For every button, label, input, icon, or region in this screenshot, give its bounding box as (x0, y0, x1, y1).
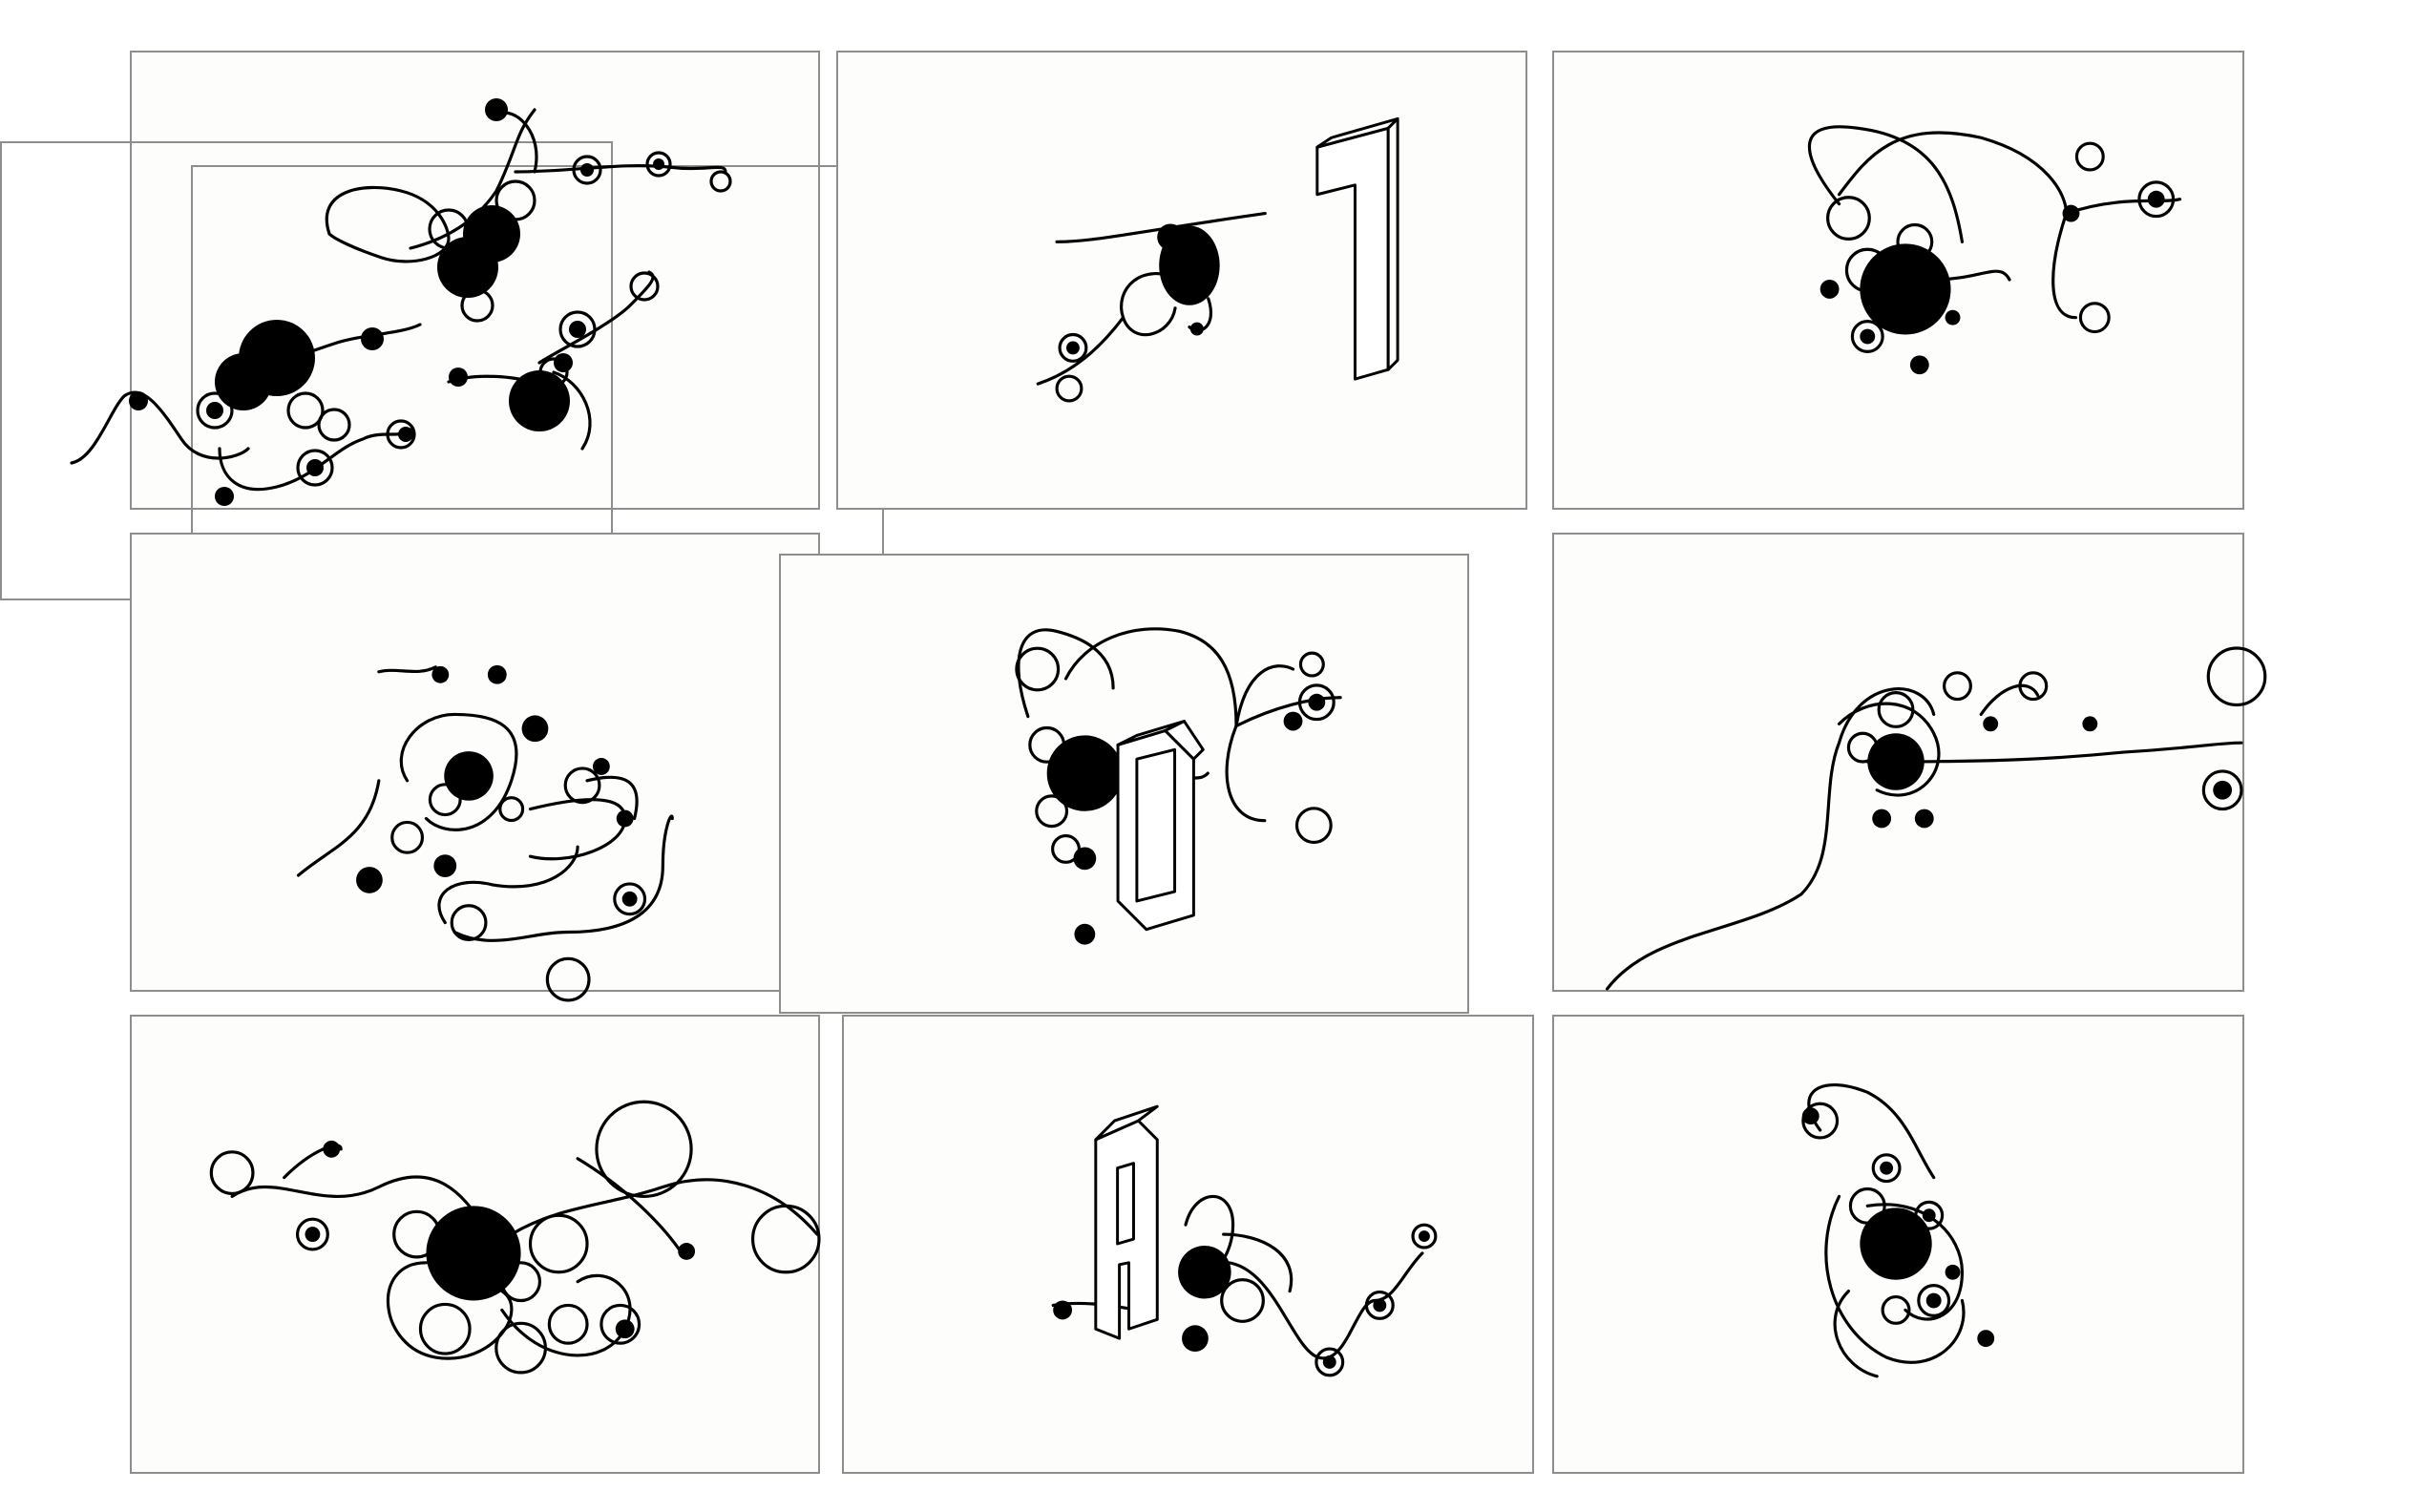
frame-8[interactable]: A (842, 1015, 1534, 1474)
ink-creature (296, 664, 674, 1002)
ink-creature (1605, 646, 2267, 991)
frame-2[interactable]: 1 (836, 51, 1527, 510)
frame-7-drawing (209, 1100, 821, 1375)
frame-6[interactable] (1552, 533, 2267, 992)
glyph-1-block: 1 (1315, 116, 1399, 381)
ink-creature (1807, 125, 2182, 375)
glyph-a-block: A (1094, 1104, 1159, 1340)
ink-creature (1036, 211, 1267, 403)
ink-creature-cluster (70, 98, 732, 506)
frame-7[interactable] (130, 1015, 821, 1474)
frame-9-drawing (1801, 1083, 1995, 1378)
ink-creature (209, 1100, 821, 1375)
ink-creature (1015, 627, 1342, 945)
glyph-0-block: 0 (1116, 720, 1205, 932)
frame-8-drawing: A (1051, 1104, 1438, 1377)
ink-creature (1801, 1083, 1995, 1378)
frame-6-drawing (1605, 646, 2267, 991)
ink-creature (1051, 1195, 1438, 1377)
frame-9[interactable] (1552, 1015, 2244, 1474)
frame-5[interactable]: 0 (779, 554, 1469, 1014)
frame-4[interactable] (130, 533, 820, 1002)
frame-4-drawing (296, 664, 674, 1002)
frame-3-drawing (1807, 125, 2182, 375)
frame-3[interactable] (1552, 51, 2244, 510)
frame-2-drawing: 1 (1036, 116, 1399, 403)
frame-5-drawing: 0 (1015, 627, 1342, 945)
